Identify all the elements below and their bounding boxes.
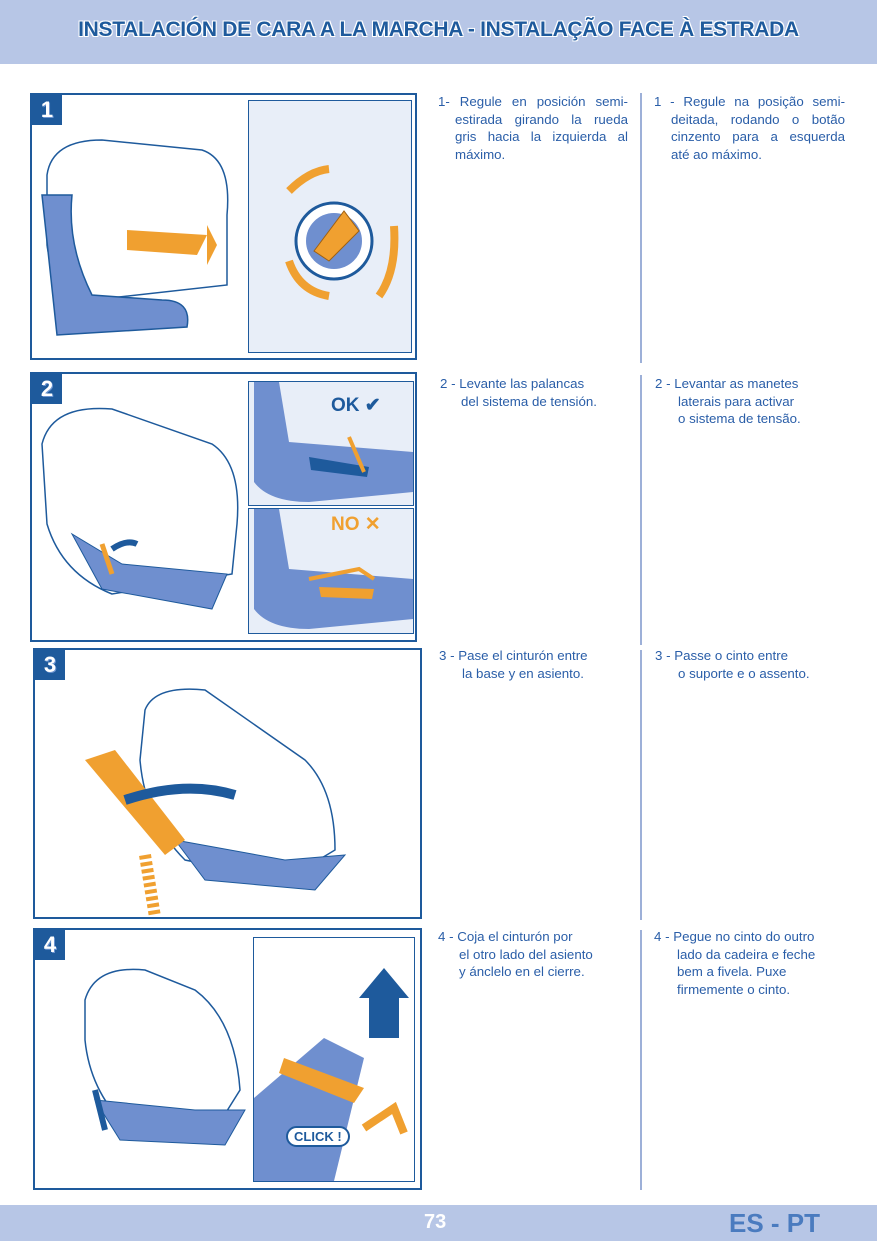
text-line: gris hacia la izquierda al — [455, 129, 628, 144]
step-number-badge: 2 — [32, 374, 62, 404]
click-label: CLICK ! — [286, 1126, 350, 1147]
text-line: laterais para activar — [678, 393, 795, 409]
text-line: 1 - Regule na posição semi- — [654, 94, 845, 109]
text-line: o suporte e o assento. — [678, 665, 810, 681]
no-lever-drawing — [254, 509, 413, 629]
text-line: el otro lado del asiento — [459, 946, 593, 962]
ok-lever-drawing — [254, 382, 413, 502]
text-line: cinzento para a esquerda — [671, 129, 845, 144]
step-number-badge: 1 — [32, 95, 62, 125]
text-line: la base y en asiento. — [462, 665, 584, 681]
text-line: bem a fivela. Puxe — [677, 964, 787, 979]
page-title: INSTALACIÓN DE CARA A LA MARCHA - INSTAL… — [78, 18, 799, 41]
text-line: 3 - Passe o cinto entre — [655, 648, 789, 663]
text-line: del sistema de tensión. — [461, 393, 598, 409]
buckle-belt-drawing — [84, 968, 246, 1146]
column-divider — [640, 650, 642, 920]
text-line: 4 - Coja el cinturón por — [438, 929, 573, 944]
text-line: 3 - Pase el cinturón entre — [439, 648, 588, 663]
car-seat-levers-drawing — [41, 407, 239, 610]
step-3-text-pt: 3 - Passe o cinto entre o suporte e o as… — [655, 647, 810, 682]
text-line: lado da cadeira e feche — [677, 946, 816, 962]
step-number-badge: 3 — [35, 650, 65, 680]
column-divider — [640, 375, 642, 645]
text-line: 4 - Pegue no cinto do outro — [654, 929, 815, 944]
step-4-text-es: 4 - Coja el cinturón por el otro lado de… — [438, 928, 593, 981]
text-line: deitada, rodando o botão — [671, 111, 845, 127]
step-4-illustration: CLICK ! 4 — [33, 928, 422, 1190]
text-line: 2 - Levantar as manetes — [655, 376, 799, 391]
buckle-detail: CLICK ! — [253, 937, 415, 1182]
step-3-text-es: 3 - Pase el cinturón entre la base y en … — [439, 647, 588, 682]
text-line: estirada girando la rueda — [455, 111, 628, 127]
footer-band: 73 ES - PT — [0, 1205, 877, 1241]
step-2-illustration: OK ✔ NO ✕ 2 — [30, 372, 417, 642]
text-line: y ánclelo en el cierre. — [459, 964, 585, 979]
step-2-text-es: 2 - Levante las palancas del sistema de … — [440, 375, 597, 410]
step-number-badge: 4 — [35, 930, 65, 960]
step-2-text-pt: 2 - Levantar as manetes laterais para ac… — [655, 375, 801, 428]
text-line: firmemente o cinto. — [677, 981, 791, 997]
no-label: NO ✕ — [331, 514, 381, 535]
ok-label: OK ✔ — [331, 395, 381, 416]
belt-routing-drawing — [85, 688, 347, 917]
text-line: máximo. — [455, 146, 506, 162]
column-divider — [640, 930, 642, 1190]
text-line: até ao máximo. — [671, 146, 762, 162]
text-line: 1- Regule en posición semi- — [438, 94, 628, 109]
ok-detail: OK ✔ — [248, 381, 414, 506]
knob-drawing — [285, 165, 399, 300]
language-label: ES - PT — [729, 1208, 821, 1238]
no-detail: NO ✕ — [248, 508, 414, 634]
step-1-text-pt: 1 - Regule na posição semi- deitada, rod… — [654, 93, 845, 163]
text-line: o sistema de tensão. — [678, 411, 801, 426]
text-line: 2 - Levante las palancas — [440, 376, 585, 391]
column-divider — [640, 93, 642, 363]
step-1-text-es: 1- Regule en posición semi- estirada gir… — [438, 93, 628, 163]
car-seat-recline-drawing — [41, 139, 229, 336]
step-1-illustration: 1 — [30, 93, 417, 360]
recline-knob-detail — [248, 100, 412, 353]
page-number: 73 — [424, 1211, 447, 1233]
header-band: INSTALACIÓN DE CARA A LA MARCHA - INSTAL… — [0, 0, 877, 64]
step-4-text-pt: 4 - Pegue no cinto do outro lado da cade… — [654, 928, 815, 998]
step-3-illustration: 3 — [33, 648, 422, 919]
